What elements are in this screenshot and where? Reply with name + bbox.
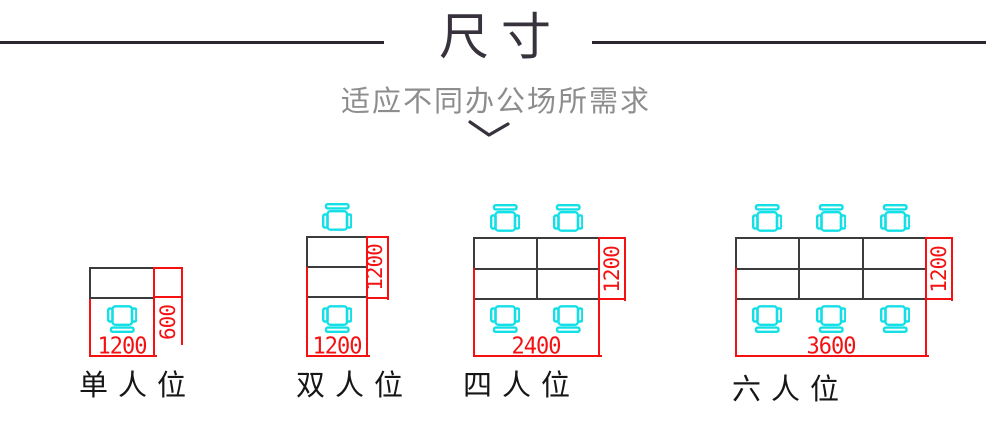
- dimension-line: [927, 237, 953, 239]
- dimension-extension-line: [153, 267, 155, 357]
- dimension-depth-value: 1200: [926, 245, 951, 293]
- dimension-line: [366, 236, 389, 238]
- chair-icon: [490, 204, 520, 232]
- diagram-caption-six-seat: 六人位: [732, 374, 850, 406]
- dimension-depth-label: 1200: [363, 237, 388, 297]
- chevron-down-icon: [468, 120, 510, 137]
- dimension-line: [366, 297, 389, 299]
- chair-icon: [752, 305, 782, 333]
- dimension-width-label: 2400: [511, 333, 562, 360]
- chair-icon: [880, 204, 910, 232]
- dimension-line: [951, 237, 953, 301]
- dimension-extension-line: [925, 237, 927, 357]
- diagram-caption-four-seat: 四人位: [463, 370, 581, 402]
- desk-divider: [306, 266, 368, 268]
- chair-icon: [490, 305, 520, 333]
- dimension-extension-line: [735, 268, 737, 357]
- chair-icon: [553, 305, 583, 333]
- diagram-caption-single-seat: 单人位: [79, 370, 197, 402]
- dimension-extension-line: [366, 236, 368, 357]
- dimension-line: [600, 237, 626, 239]
- dimension-line: [155, 267, 183, 269]
- dimension-depth-value: 600: [155, 304, 180, 340]
- dimension-line: [155, 296, 183, 298]
- dimension-extension-line: [306, 267, 308, 357]
- desk-divider: [473, 267, 600, 270]
- chair-icon: [107, 305, 137, 333]
- chair-icon: [816, 204, 846, 232]
- chair-icon: [752, 204, 782, 232]
- dimension-width-label: 1200: [312, 333, 363, 360]
- dimension-line: [181, 267, 183, 345]
- dimension-baseline: [89, 355, 157, 357]
- dimension-width-label: 3600: [806, 333, 857, 360]
- diagram-caption-double-seat: 双人位: [296, 370, 414, 402]
- chair-icon: [322, 305, 352, 333]
- divider-line-right: [592, 41, 986, 44]
- page-title: 尺寸: [439, 9, 563, 65]
- dimension-line: [624, 237, 626, 301]
- dimension-depth-value: 1200: [599, 245, 624, 293]
- dimension-line: [600, 298, 626, 300]
- dimension-baseline: [306, 355, 370, 357]
- page-subtitle: 适应不同办公场所需求: [340, 86, 651, 118]
- dimension-depth-label: 1200: [927, 239, 951, 299]
- dimension-baseline: [735, 355, 929, 357]
- chair-icon: [880, 305, 910, 333]
- dimension-width-label: 1200: [97, 333, 148, 360]
- dimension-extension-line: [598, 237, 600, 357]
- chair-icon: [322, 203, 352, 231]
- dimension-line: [927, 298, 953, 300]
- dimension-baseline: [473, 355, 602, 357]
- dimension-line: [387, 236, 389, 300]
- dimension-depth-label: 1200: [600, 239, 624, 299]
- chair-icon: [553, 204, 583, 232]
- dimension-extension-line: [473, 268, 475, 357]
- dimension-depth-value: 1200: [363, 243, 388, 291]
- desk-divider: [735, 267, 927, 270]
- divider-line-left: [0, 41, 384, 44]
- desk-outline: [89, 267, 155, 299]
- chair-icon: [816, 305, 846, 333]
- dimension-extension-line: [89, 299, 91, 357]
